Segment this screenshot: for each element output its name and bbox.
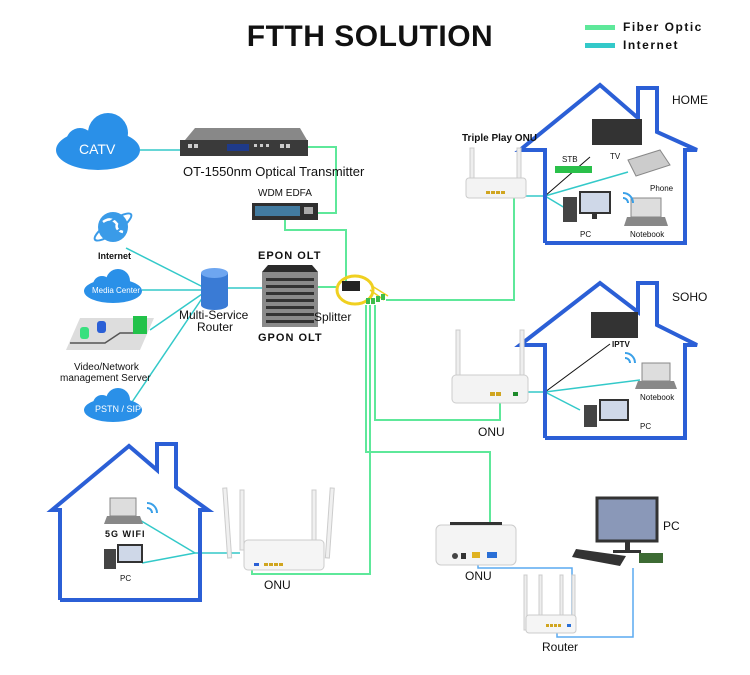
clouds [56,113,142,422]
epon-olt-label: EPON OLT [258,250,322,262]
splitter-icon [335,274,389,306]
soho-onu-label: ONU [478,425,505,439]
server-label-2: management Server [60,373,151,384]
legend-fiber-optic: Fiber Optic [585,20,703,34]
legend-label: Fiber Optic [623,20,703,34]
wifi-pc-label: PC [120,574,132,583]
triple-play-onu-icon [465,147,527,199]
media-center-label: Media Center [92,286,141,295]
wifi-onu-label: ONU [264,578,291,592]
olt-icon [262,265,318,327]
iptv-icon [591,312,638,338]
fiber-wifi [251,305,371,575]
office-pc-label: PC [663,519,680,533]
catv-cloud [56,113,140,170]
tv-cables [544,156,611,393]
fiber-home [386,195,515,301]
router-label-1: Multi-Service [179,308,249,322]
tv-label: TV [610,152,621,161]
phone-label: Phone [650,184,674,193]
fiber-office [365,305,491,545]
wifi-notebook-icon [104,497,143,524]
wifi-pc-icon [104,544,143,569]
edfa-icon [252,203,318,220]
router-cylinder-icon [201,268,228,310]
fiber-transmitter-edfa [307,146,337,214]
iptv-label: IPTV [612,340,630,349]
soho-pc-label: PC [640,422,652,431]
catv-label: CATV [79,141,116,157]
triple-play-onu-label: Triple Play ONU [462,133,538,144]
phone-icon [627,149,671,177]
router-label-2: Router [197,320,234,334]
home-tv-icon [592,119,642,145]
office-pc-icon [572,496,663,566]
edfa-label: WDM EDFA [258,188,312,199]
office-onu-icon [435,522,517,566]
stb-icon [555,166,592,173]
home-pc-icon [563,191,611,222]
office-router-icon [523,574,577,634]
office-onu-label: ONU [465,569,492,583]
office-router-label: Router [542,640,579,654]
pstn-label: PSTN / SIP [95,404,142,414]
internet-globe-icon [93,212,133,242]
soho-label: SOHO [672,290,708,304]
5g-wifi-label: 5G WIFI [105,529,146,539]
internet-label: Internet [98,251,132,261]
media-center-cloud [84,269,142,303]
soho-notebook-icon [635,362,677,389]
wifi-signal-icons [146,192,636,514]
gpon-olt-label: GPON OLT [258,332,323,344]
splitter-label: Splitter [314,310,352,324]
internet-lines [125,149,641,564]
home-notebook-icon [624,197,668,226]
legend-internet: Internet [585,38,679,52]
soho-notebook-label: Notebook [640,393,675,402]
home-pc-label: PC [580,230,592,239]
legend-swatch-fiber [585,24,615,30]
optical-transmitter-icon [180,128,308,156]
stb-label: STB [562,155,578,164]
legend-swatch-internet [585,42,615,48]
pstn-cloud [84,388,142,422]
fiber-edfa-splitter [284,220,347,287]
transmitter-label: OT-1550nm Optical Transmitter [183,164,365,179]
soho-pc-icon [584,399,629,427]
house-wifi [46,442,215,602]
server-icon [66,316,154,350]
page-title: FTTH SOLUTION [246,20,494,53]
wifi-onu-icon [222,487,335,571]
house-home [514,82,698,245]
home-notebook-label: Notebook [630,230,665,239]
server-label-1: Video/Network [74,362,139,373]
soho-onu-icon [451,329,529,404]
fiber-soho [374,305,501,421]
legend-label: Internet [623,38,680,52]
home-label: HOME [672,93,708,107]
